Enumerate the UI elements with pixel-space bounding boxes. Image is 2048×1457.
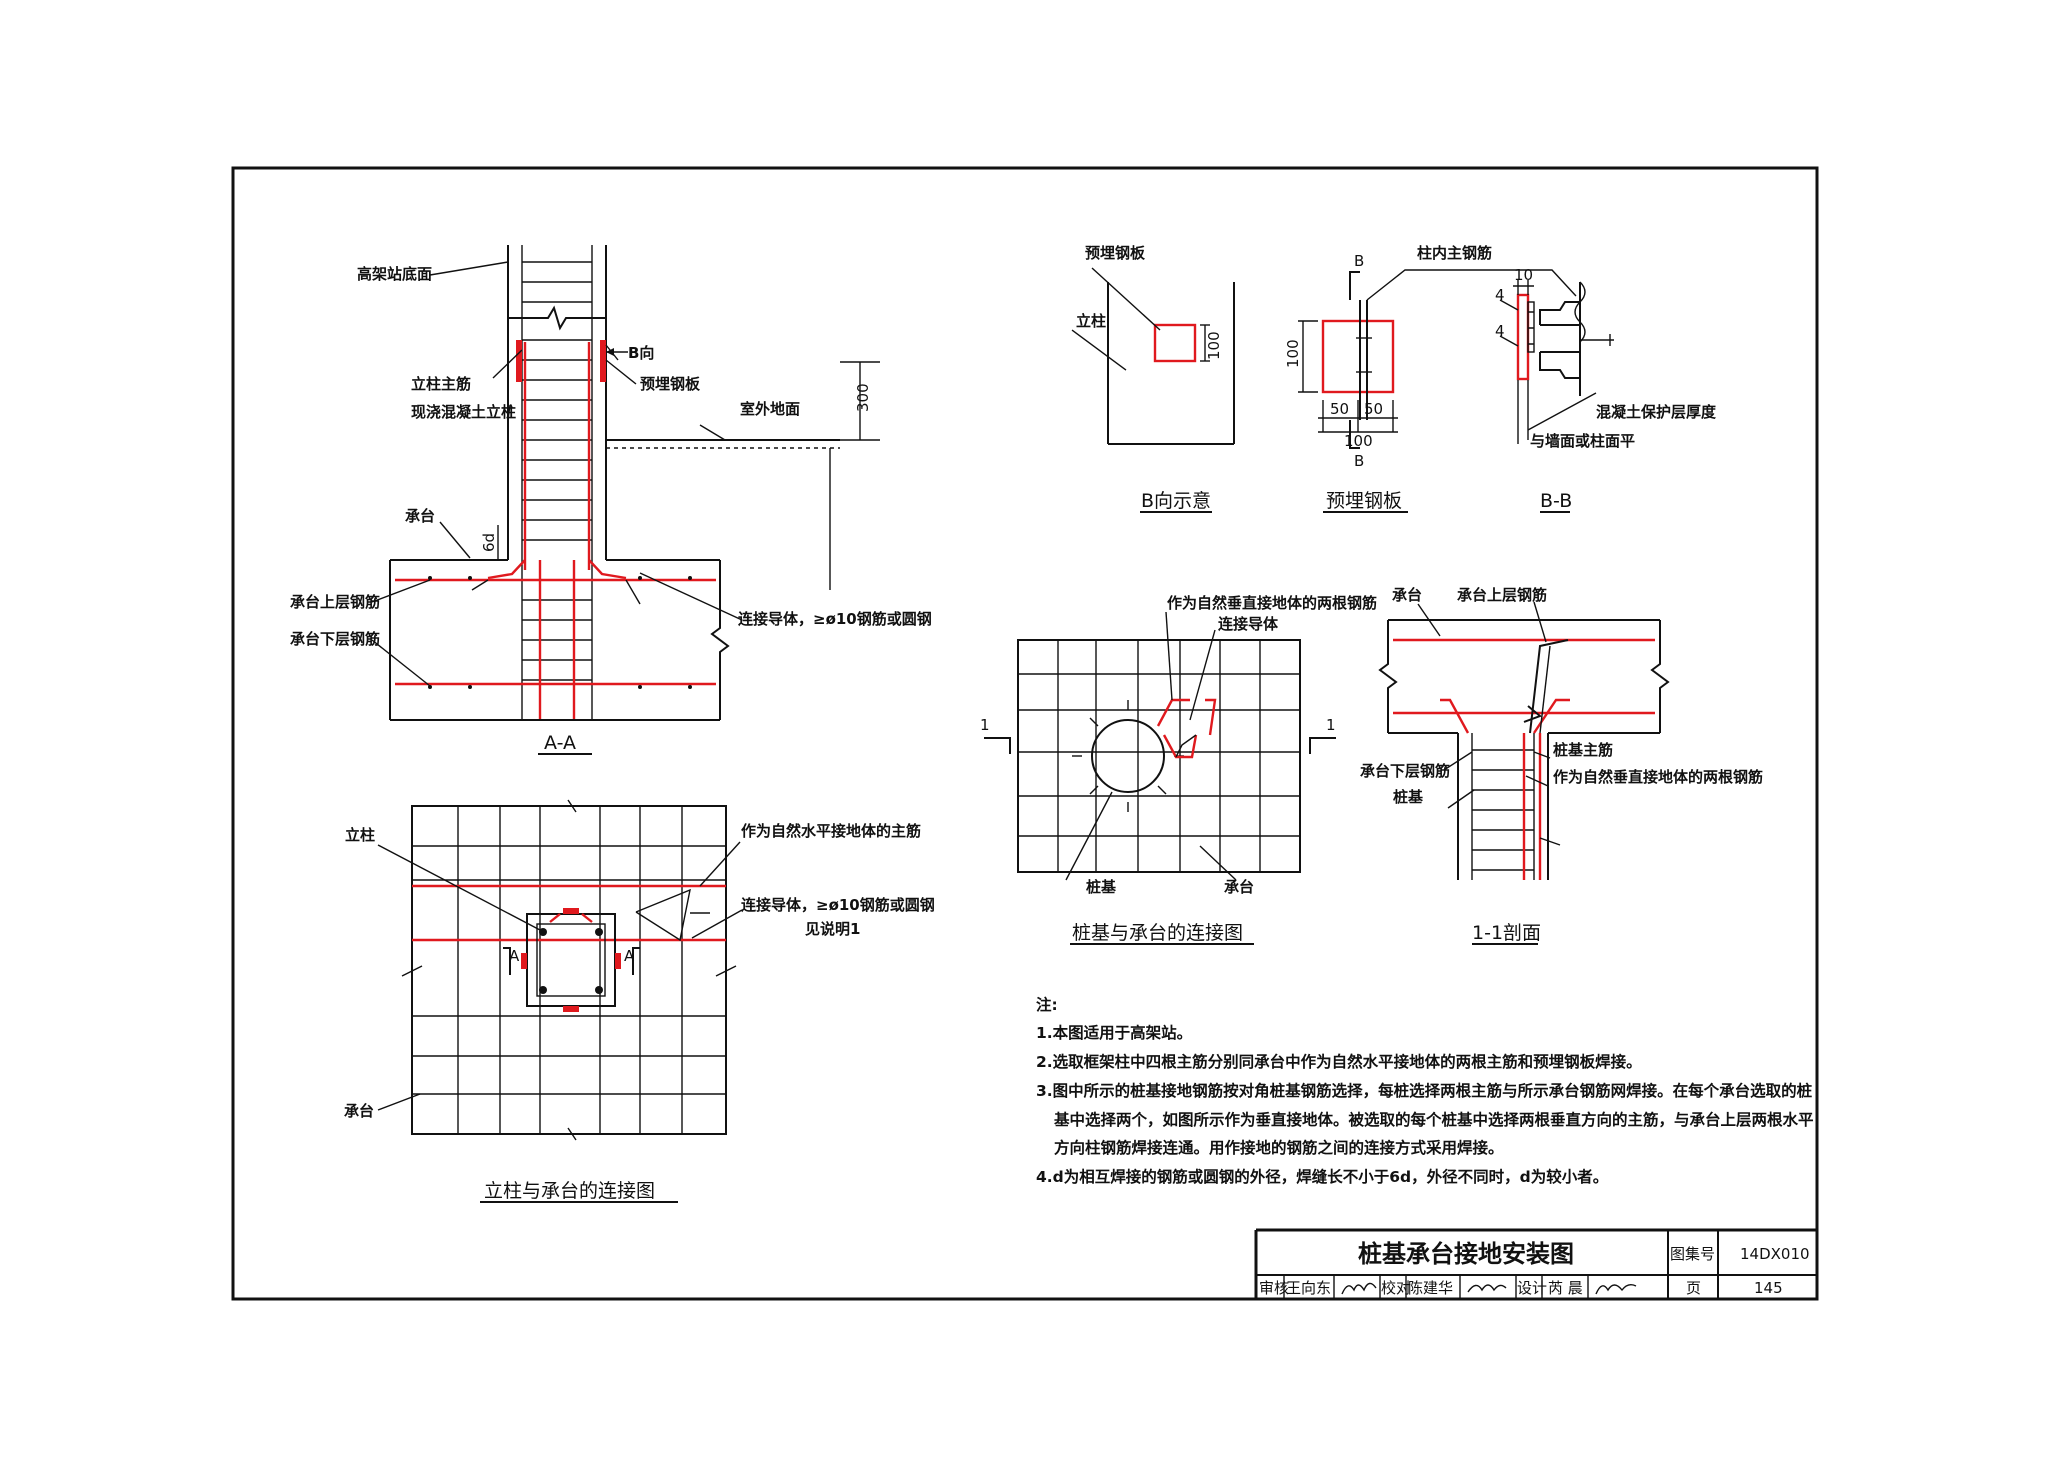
note-4: 4.d为相互焊接的钢筋或圆钢的外径，焊缝长不小于6d，外径不同时，d为较小者。 (1036, 1167, 1608, 1186)
label-two-bars-plan: 作为自然垂直接地体的两根钢筋 (1167, 594, 1377, 612)
sheet-border (231, 166, 1819, 1301)
dim-50-a: 50 (1330, 400, 1349, 418)
dim-50-b: 50 (1364, 400, 1383, 418)
title-section-bb: B-B (1540, 490, 1572, 512)
column-stirrups (522, 261, 592, 681)
page-no: 145 (1754, 1279, 1783, 1297)
weld-b: 4 (1495, 322, 1505, 340)
checker: 陈建华 (1408, 1279, 1453, 1297)
dim-100-v: 100 (1284, 339, 1302, 368)
label-column-bar: 柱内主钢筋 (1417, 244, 1492, 262)
note-1: 1.本图适用于高架站。 (1036, 1023, 1192, 1042)
label-cut-1-left: 1 (980, 716, 990, 734)
label-pile-plan: 桩基 (1086, 878, 1117, 896)
title-plan-pile: 桩基与承台的连接图 (1072, 922, 1243, 944)
dim-6d: 6d (480, 533, 498, 552)
label-cut-1-right: 1 (1326, 716, 1336, 734)
designer: 芮 晨 (1548, 1279, 1583, 1297)
dim-100-h: 100 (1344, 432, 1373, 450)
note-3a: 3.图中所示的桩基接地钢筋按对角桩基钢筋选择，每桩选择两根主筋与所示承台钢筋网焊… (1036, 1081, 1813, 1100)
label-cover: 混凝土保护层厚度 (1596, 403, 1717, 421)
label-two-bars-11: 作为自然垂直接地体的两根钢筋 (1553, 768, 1763, 786)
reviewer: 王向东 (1286, 1279, 1331, 1297)
label-cap-upper-bar-11: 承台上层钢筋 (1457, 586, 1547, 604)
plan-pile-drawing (984, 611, 1336, 945)
label-embedded-plate-b: 预埋钢板 (1085, 244, 1146, 262)
label-cap-plan: 承台 (344, 1102, 374, 1120)
label-cut-a-right: A (624, 947, 635, 965)
label-embedded-plate: 预埋钢板 (640, 375, 701, 393)
view-b-drawing (1071, 267, 1235, 513)
label-cut-a-left: A (509, 947, 520, 965)
title-section-aa: A-A (544, 732, 576, 754)
label-cap-lower-bar: 承台下层钢筋 (290, 630, 380, 648)
title-plan-column: 立柱与承台的连接图 (484, 1180, 655, 1202)
label-cast-column: 现浇混凝土立柱 (411, 403, 516, 421)
dim-100-b: 100 (1205, 331, 1223, 360)
notes: 注: 1.本图适用于高架站。 2.选取框架柱中四根主筋分别同承台中作为自然水平接… (1036, 995, 1814, 1186)
label-conductor-plan: 连接导体，≥ø10钢筋或圆钢 (741, 896, 935, 914)
label-conductor-pile: 连接导体 (1218, 615, 1279, 633)
note-3c: 方向柱钢筋焊接连通。用作接地的钢筋之间的连接方式采用焊接。 (1054, 1138, 1504, 1157)
atlas-no: 14DX010 (1740, 1245, 1810, 1263)
plan-column-drawing (377, 799, 743, 1203)
label-conductor-aa: 连接导体，≥ø10钢筋或圆钢 (738, 610, 932, 628)
atlas-no-label: 图集号 (1670, 1245, 1715, 1263)
note-2: 2.选取框架柱中四根主筋分别同承台中作为自然水平接地体的两根主筋和预埋钢板焊接。 (1036, 1052, 1642, 1071)
dim-10: 10 (1514, 266, 1533, 284)
label-column-plan: 立柱 (345, 826, 375, 844)
label-see-note: 见说明1 (805, 920, 860, 938)
weld-a: 4 (1495, 286, 1505, 304)
label-b-bottom: B (1354, 452, 1364, 470)
page-label: 页 (1686, 1279, 1701, 1297)
section-aa-drawing (371, 245, 880, 755)
plate-drawing (1298, 269, 1577, 513)
label-column-b: 立柱 (1076, 312, 1106, 330)
label-cap-pile: 承台 (1224, 878, 1254, 896)
dim-300: 300 (854, 383, 872, 412)
review-label: 审核 (1259, 1279, 1289, 1297)
label-cap-lower-bar-11: 承台下层钢筋 (1360, 762, 1450, 780)
label-pile-main-bar: 桩基主筋 (1553, 741, 1613, 759)
section-11-drawing (1378, 601, 1670, 945)
label-natural-horizontal: 作为自然水平接地体的主筋 (741, 822, 921, 840)
label-cap-upper-bar: 承台上层钢筋 (290, 593, 380, 611)
title-plate: 预埋钢板 (1326, 490, 1402, 512)
title-section-11: 1-1剖面 (1472, 922, 1541, 944)
label-b-top: B (1354, 252, 1364, 270)
label-station-bottom: 高架站底面 (357, 265, 432, 283)
label-flush: 与墙面或柱面平 (1530, 432, 1635, 450)
label-outdoor-ground: 室外地面 (740, 400, 800, 418)
check-label: 校对 (1381, 1279, 1411, 1297)
note-3b: 基中选择两个，如图所示作为垂直接地体。被选取的每个桩基中选择两根垂直方向的主筋，… (1053, 1110, 1814, 1129)
label-cap: 承台 (405, 507, 435, 525)
title-block (1254, 1228, 1817, 1299)
section-bb-drawing (1499, 280, 1614, 513)
title-view-b: B向示意 (1141, 490, 1211, 512)
label-column-main-bar: 立柱主筋 (411, 375, 471, 393)
drawing-title: 桩基承台接地安装图 (1358, 1240, 1574, 1268)
notes-heading: 注: (1036, 995, 1058, 1014)
design-label: 设计 (1517, 1279, 1547, 1297)
label-cap-11: 承台 (1392, 586, 1422, 604)
label-pile-11: 桩基 (1393, 788, 1424, 806)
label-b-dir: B向 (628, 344, 654, 362)
